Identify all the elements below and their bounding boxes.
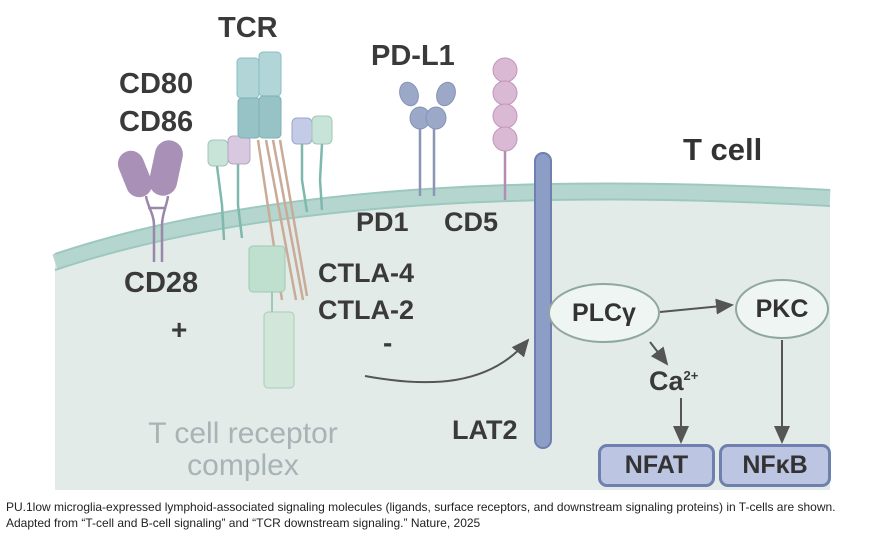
tcr-complex-line2: complex bbox=[187, 448, 299, 482]
pkc-node: PKC bbox=[736, 280, 828, 338]
cd80-label: CD80 bbox=[119, 68, 194, 100]
calcium-symbol: Ca bbox=[649, 366, 684, 396]
t-cell-membrane bbox=[52, 183, 831, 270]
cd3-coreceptors bbox=[207, 115, 333, 241]
pd1-label: PD1 bbox=[356, 207, 409, 237]
cd28-receptor bbox=[144, 195, 170, 262]
figure-caption: PU.1low microglia-expressed lymphoid-ass… bbox=[6, 500, 836, 530]
cd28-plus-sign: + bbox=[171, 314, 188, 345]
tcr-complex-line1: T cell receptor bbox=[148, 417, 338, 450]
signaling-diagram: TCR CD80 CD86 PD-L1 T cell PD1 CD5 CD28 … bbox=[52, 12, 831, 490]
cd5-receptor bbox=[492, 57, 518, 200]
signal-arrows bbox=[364, 298, 790, 444]
ctla4-label: CTLA-4 bbox=[318, 258, 414, 288]
nfkb-label: NFκB bbox=[742, 451, 808, 479]
cd5-label: CD5 bbox=[444, 207, 499, 237]
plcg-label: PLCγ bbox=[572, 298, 636, 327]
lat2-label: LAT2 bbox=[452, 415, 518, 445]
cd86-label: CD86 bbox=[119, 106, 194, 138]
pd-l1-ligand bbox=[399, 81, 456, 130]
ctla-minus-sign: - bbox=[383, 327, 393, 358]
cd80-cd86-ligand bbox=[117, 140, 183, 198]
nfat-label: NFAT bbox=[624, 451, 689, 479]
pd1-receptor bbox=[418, 128, 436, 196]
pkc-label: PKC bbox=[755, 294, 809, 323]
lat2-protein bbox=[534, 152, 552, 449]
calcium-charge: 2+ bbox=[683, 368, 699, 383]
t-cell-label: T cell bbox=[683, 132, 763, 167]
calcium-label: Ca2+ bbox=[649, 368, 698, 395]
tcr-complex-label: T cell receptor complex bbox=[125, 418, 361, 481]
pkc-node-shape bbox=[735, 279, 829, 339]
ctla2-label: CTLA-2 bbox=[318, 295, 414, 325]
nfat-box: NFAT bbox=[598, 444, 715, 487]
pd-l1-label: PD-L1 bbox=[371, 40, 455, 72]
tcr-receptor bbox=[236, 51, 309, 389]
tcr-label: TCR bbox=[218, 12, 278, 44]
nfkb-box: NFκB bbox=[719, 444, 831, 487]
plcg-node: PLCγ bbox=[549, 284, 659, 342]
plcg-node-shape bbox=[548, 283, 660, 343]
cd28-label: CD28 bbox=[124, 267, 199, 299]
diagram-graphics bbox=[52, 51, 831, 490]
